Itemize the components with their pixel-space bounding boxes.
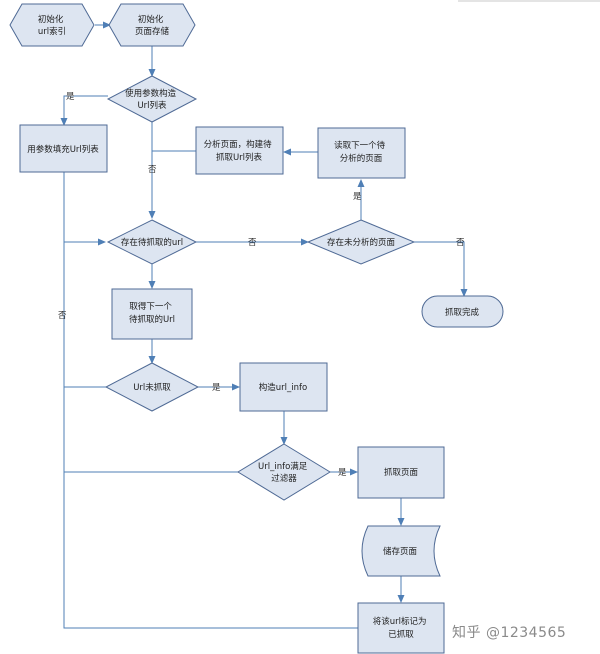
edge-label-pending-no: 否	[248, 238, 257, 248]
svg-text:用参数填充Url列表: 用参数填充Url列表	[27, 144, 99, 155]
build-url-info-label: 构造url_info	[259, 382, 307, 393]
init-url-index-line1: 初始化	[38, 14, 64, 25]
edge-label-not-crawled-yes: 是	[212, 383, 221, 393]
svg-text:存在待抓取的url: 存在待抓取的url	[121, 237, 183, 248]
mark-url-node	[357, 602, 445, 654]
svg-text:构造url_info: 构造url_info	[259, 382, 307, 393]
use-params-decision	[106, 75, 198, 123]
get-next-url-line1: 取得下一个	[129, 301, 172, 312]
analyze-page-line1: 分析页面，构建待	[204, 139, 273, 150]
pending-url-decision	[106, 219, 198, 265]
edge-label-fill-no: 否	[58, 311, 67, 321]
edge-label-filter-yes: 是	[338, 468, 347, 478]
init-url-index-node	[9, 3, 95, 47]
svg-text:抓取完成: 抓取完成	[445, 307, 480, 318]
read-next-page-line2: 分析的页面	[340, 153, 383, 164]
svg-text:储存页面: 储存页面	[383, 546, 418, 557]
mark-url-line1: 将该url标记为	[373, 616, 427, 627]
store-page-label: 储存页面	[383, 546, 418, 557]
analyze-page-node	[195, 126, 284, 175]
unanalyzed-page-decision	[306, 219, 416, 265]
get-next-url-node	[111, 288, 193, 340]
fill-url-list-node	[19, 124, 108, 173]
fetch-page-node	[357, 446, 445, 499]
svg-text:分析页面，构建待 抓取Url列表: 分析页面，构建待 抓取Url列表	[204, 139, 275, 163]
edge-label-unanalyzed-no: 否	[456, 238, 465, 248]
connectors	[60, 21, 468, 629]
svg-text:初始化 url索引: 初始化 url索引	[38, 14, 66, 37]
url-not-crawled-label: Url未抓取	[133, 382, 171, 393]
svg-text:初始化 页面存储: 初始化 页面存储	[135, 14, 170, 37]
init-page-storage-node	[108, 3, 196, 47]
svg-text:Url未抓取: Url未抓取	[133, 382, 171, 393]
crawl-done-label: 抓取完成	[445, 307, 480, 318]
svg-text:读取下一个待 分析的页面: 读取下一个待 分析的页面	[334, 140, 388, 164]
read-next-page-node	[317, 127, 406, 179]
use-params-line1: 使用参数构造	[125, 88, 177, 99]
mark-url-line2: 已抓取	[388, 629, 414, 640]
watermark: 知乎 @1234565	[452, 625, 567, 641]
svg-text:存在未分析的页面: 存在未分析的页面	[327, 237, 396, 248]
use-params-line2: Url列表	[137, 100, 167, 111]
svg-text:使用参数构造 Url列表: 使用参数构造 Url列表	[125, 88, 179, 111]
analyze-page-line2: 抓取Url列表	[216, 152, 263, 163]
svg-text:取得下一个 待抓取的Url: 取得下一个 待抓取的Url	[129, 301, 175, 325]
init-page-storage-line2: 页面存储	[135, 26, 170, 37]
init-page-storage-line1: 初始化	[138, 14, 164, 25]
read-next-page-line1: 读取下一个待	[334, 140, 386, 151]
filter-line1: Url_info满足	[258, 461, 308, 472]
edge-label-unanalyzed-yes: 是	[353, 192, 362, 202]
build-url-info-node	[239, 362, 328, 412]
fetch-page-label: 抓取页面	[384, 467, 419, 478]
svg-text:Url_info满足 过滤器: Url_info满足 过滤器	[258, 461, 310, 484]
pending-url-label: 存在待抓取的url	[121, 237, 183, 248]
init-url-index-line2: url索引	[38, 26, 66, 37]
svg-text:抓取页面: 抓取页面	[384, 467, 419, 478]
fill-url-list-label: 用参数填充Url列表	[27, 144, 99, 155]
get-next-url-line2: 待抓取的Url	[129, 314, 175, 325]
edge-label-param-yes: 是	[66, 92, 75, 102]
filter-decision	[237, 443, 331, 501]
store-page-node	[361, 525, 441, 577]
svg-text:将该url标记为 已抓取: 将该url标记为 已抓取	[373, 616, 429, 640]
filter-line2: 过滤器	[271, 473, 297, 484]
unanalyzed-page-label: 存在未分析的页面	[327, 237, 396, 248]
crawl-done-node	[421, 295, 504, 328]
url-not-crawled-decision	[104, 362, 200, 412]
edge-label-param-no: 否	[148, 165, 157, 175]
